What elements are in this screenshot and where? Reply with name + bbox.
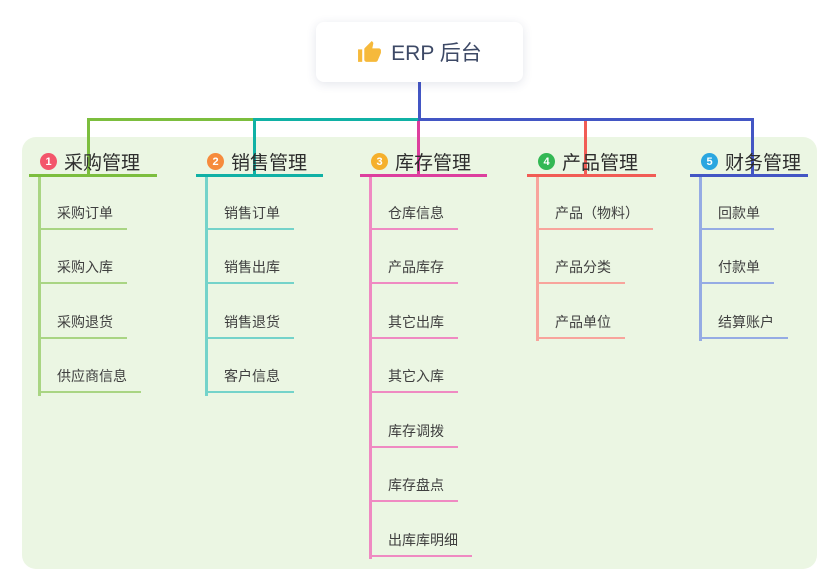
branch-trunk-line [205, 177, 208, 396]
branch-drop-line [751, 121, 754, 177]
branch-trunk-line [699, 177, 702, 341]
child-node: 付款单 [699, 258, 774, 284]
child-node: 产品库存 [369, 258, 458, 284]
root-connector-line [417, 82, 421, 121]
child-node: 仓库信息 [369, 204, 458, 230]
branch-node-label: 采购管理 [64, 153, 141, 174]
child-node: 其它入库 [369, 367, 458, 393]
priority-badge: 3 [371, 153, 388, 170]
child-node: 其它出库 [369, 313, 458, 339]
child-node: 客户信息 [205, 367, 294, 393]
branch-drop-line [253, 121, 256, 177]
branch-trunk-line [369, 177, 372, 559]
bus-segment-3 [417, 118, 754, 121]
branch-node-label: 库存管理 [395, 153, 472, 174]
root-node: ERP 后台 [316, 22, 523, 82]
priority-badge: 2 [207, 153, 224, 170]
branch-node-label: 财务管理 [725, 153, 802, 174]
priority-badge: 5 [701, 153, 718, 170]
thumbs-up-icon [357, 40, 382, 65]
branch-node-1: 1 采购管理 [29, 149, 157, 177]
branch-node-5: 5 财务管理 [690, 149, 808, 177]
child-node: 产品单位 [536, 313, 625, 339]
child-node: 产品（物料） [536, 204, 653, 230]
child-node: 销售退货 [205, 313, 294, 339]
branch-node-label: 销售管理 [231, 153, 308, 174]
child-node: 供应商信息 [38, 367, 141, 393]
child-node: 销售订单 [205, 204, 294, 230]
priority-badge: 1 [40, 153, 57, 170]
bus-segment-2 [253, 118, 418, 121]
child-node: 回款单 [699, 204, 774, 230]
child-node: 销售出库 [205, 258, 294, 284]
priority-badge: 4 [538, 153, 555, 170]
branch-node-3: 3 库存管理 [360, 149, 487, 177]
branch-drop-line [584, 121, 587, 177]
branch-drop-line [87, 121, 90, 177]
branch-node-label: 产品管理 [562, 153, 639, 174]
child-node: 库存盘点 [369, 476, 458, 502]
child-node: 采购退货 [38, 313, 127, 339]
branch-drop-line [417, 121, 420, 177]
child-node: 结算账户 [699, 313, 788, 339]
child-node: 采购订单 [38, 204, 127, 230]
branch-node-4: 4 产品管理 [527, 149, 656, 177]
root-node-label: ERP 后台 [391, 42, 482, 65]
child-node: 采购入库 [38, 258, 127, 284]
child-node: 出库库明细 [369, 531, 472, 557]
branch-trunk-line [38, 177, 41, 396]
bus-segment-1 [87, 118, 253, 121]
child-node: 产品分类 [536, 258, 625, 284]
branches-panel-background [22, 137, 817, 569]
branch-trunk-line [536, 177, 539, 341]
child-node: 库存调拨 [369, 422, 458, 448]
branch-node-2: 2 销售管理 [196, 149, 323, 177]
